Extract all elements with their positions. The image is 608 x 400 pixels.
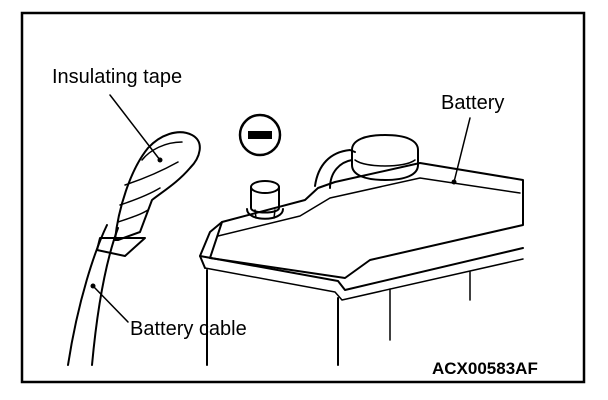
battery-top-surface — [209, 162, 524, 279]
insulating-tape-wrap — [114, 131, 201, 241]
terminal-cap — [351, 134, 419, 181]
battery-cable-left-edge — [67, 224, 108, 366]
positive-terminal-cover — [314, 134, 419, 189]
leader-battery-cable — [92, 285, 129, 323]
label-battery-cable: Battery cable — [130, 318, 247, 340]
battery-cable-illustration — [67, 131, 201, 366]
tape-fold — [141, 141, 183, 161]
positive-cable-lead — [314, 149, 356, 187]
minus-sign-icon — [238, 113, 282, 157]
leader-dot-battery — [451, 179, 457, 185]
positive-cable-lead-inner — [329, 159, 353, 189]
label-battery: Battery — [441, 92, 504, 114]
tape-tab — [96, 237, 146, 257]
label-insulating-tape: Insulating tape — [52, 66, 182, 88]
leader-insulating-tape — [109, 94, 161, 161]
battery-front-ledge-lower — [204, 258, 524, 301]
battery-left-edge — [199, 221, 223, 269]
terminal-cap-rim — [354, 159, 416, 167]
leader-dot-cable — [90, 283, 96, 289]
negative-terminal-post — [246, 180, 284, 220]
leader-battery — [453, 117, 471, 183]
tape-band-3 — [117, 209, 149, 223]
tape-band-1 — [124, 161, 179, 186]
figure-frame — [20, 11, 586, 384]
tape-band-2 — [119, 187, 161, 206]
figure-code: ACX00583AF — [432, 359, 538, 378]
battery-front-ledge — [199, 247, 524, 291]
leader-dot-tape — [157, 157, 163, 163]
